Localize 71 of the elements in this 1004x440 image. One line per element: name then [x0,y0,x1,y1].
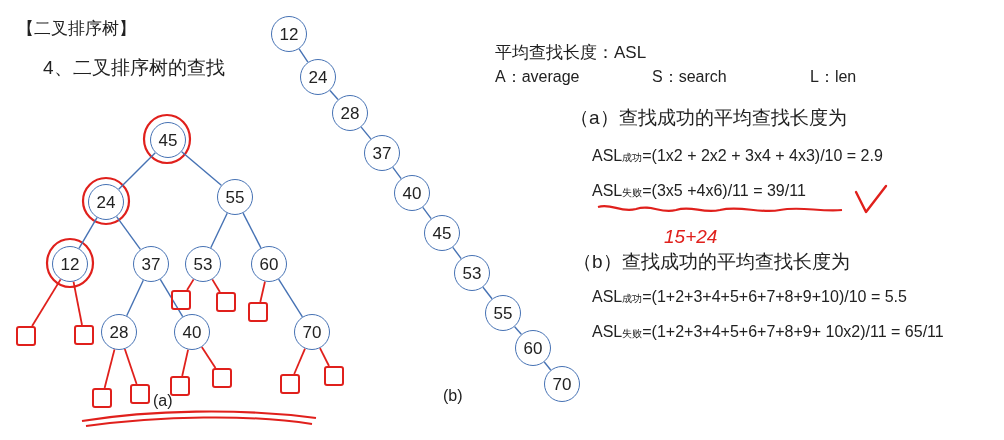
tree-edge [78,216,98,250]
leaf-square [130,384,150,404]
tree-edge [360,126,372,140]
ink-branch-line [72,280,83,326]
leaf-square [212,368,232,388]
tree-node: 28 [101,314,137,350]
tree-edge [126,279,144,317]
ink-branch-line [31,278,62,327]
ink-branch-line [181,348,189,377]
ink-branch-line [259,280,266,303]
ink-branch-line [186,278,195,291]
tree-edge [277,278,304,318]
tree-node: 37 [133,246,169,282]
tree-edge [452,246,462,260]
tree-node: 70 [544,366,580,402]
tree-node: 60 [515,330,551,366]
tree-edge [181,151,222,186]
leaf-square [171,290,191,310]
figure-caption: (b) [443,386,463,406]
tree-node: 40 [394,175,430,211]
abbreviation-text: L：len [810,67,857,87]
tree-edge [115,215,142,251]
leaf-square [74,325,94,345]
definition-text: 平均查找长度：ASL [495,43,647,64]
tree-edge [159,278,184,318]
tree-edge [482,286,493,300]
tree-node: 24 [88,184,124,220]
ink-branch-line [123,348,138,385]
tree-node: 60 [251,246,287,282]
tree-node: 37 [364,135,400,171]
tree-node: 55 [217,179,253,215]
abbreviation-text: S：search [652,67,727,87]
ink-branch-line [103,348,116,389]
tree-edge [514,326,522,335]
ink-branch-line [200,346,217,369]
tree-node: 53 [454,255,490,291]
leaf-square [280,374,300,394]
heading: 【二叉排序树】 [17,19,136,40]
question-text: （a）查找成功的平均查找长度为 [570,107,847,130]
tree-node: 12 [271,16,307,52]
leaf-square [16,326,36,346]
leaf-square [92,388,112,408]
tree-edge [210,212,228,249]
tree-edge [329,89,339,101]
tree-node: 45 [424,215,460,251]
tree-node: 70 [294,314,330,350]
tree-node: 55 [485,295,521,331]
tree-node: 28 [332,95,368,131]
abbreviation-text: A：average [495,67,580,87]
question-text: （b）查找成功的平均查找长度为 [573,251,850,274]
ink-branch-line [293,347,306,375]
tree-node: 53 [185,246,221,282]
ink-branch-line [211,278,221,293]
tree-edge [242,212,262,249]
leaf-square [170,376,190,396]
subheading: 4、二叉排序树的查找 [43,57,225,80]
tree-edge [543,361,552,371]
tree-edge [392,166,402,180]
leaf-square [216,292,236,312]
tree-edge [118,152,156,190]
tree-node: 12 [52,246,88,282]
handwritten-note: 15+24 [664,226,718,249]
tree-node: 40 [174,314,210,350]
tree-edge [422,206,432,220]
ink-branch-line [319,347,330,367]
leaf-square [248,302,268,322]
figure-caption: (a) [153,391,173,411]
tree-node: 45 [150,122,186,158]
tree-node: 24 [300,59,336,95]
tree-edge [298,48,309,63]
leaf-square [324,366,344,386]
